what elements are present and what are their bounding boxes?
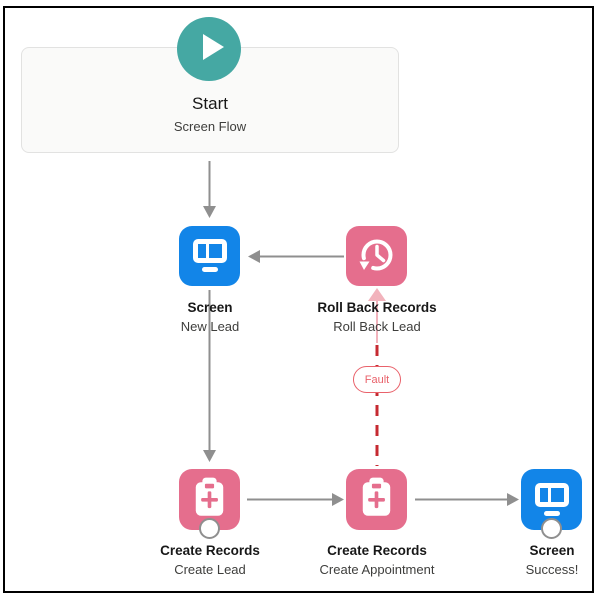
clipboard-plus-icon xyxy=(179,469,240,530)
connector-point-create-lead[interactable] xyxy=(199,518,220,539)
node-create-lead[interactable] xyxy=(179,469,240,530)
play-icon xyxy=(177,15,241,84)
start-play-button[interactable] xyxy=(177,17,241,81)
node-create-appointment[interactable] xyxy=(346,469,407,530)
start-subtitle: Screen Flow xyxy=(173,119,247,134)
fault-connector-badge[interactable]: Fault xyxy=(353,366,401,393)
start-title: Start xyxy=(192,94,228,113)
screen-icon xyxy=(180,226,240,286)
screen-icon xyxy=(522,470,582,530)
node-screen-success[interactable] xyxy=(521,469,582,530)
node-rollback-records[interactable] xyxy=(346,226,407,286)
connector-point-screen-success[interactable] xyxy=(541,518,562,539)
start-node[interactable]: Start Screen Flow xyxy=(21,47,399,153)
node-screen-new-lead[interactable] xyxy=(179,226,240,286)
history-icon xyxy=(347,226,407,286)
clipboard-plus-icon xyxy=(346,469,407,530)
